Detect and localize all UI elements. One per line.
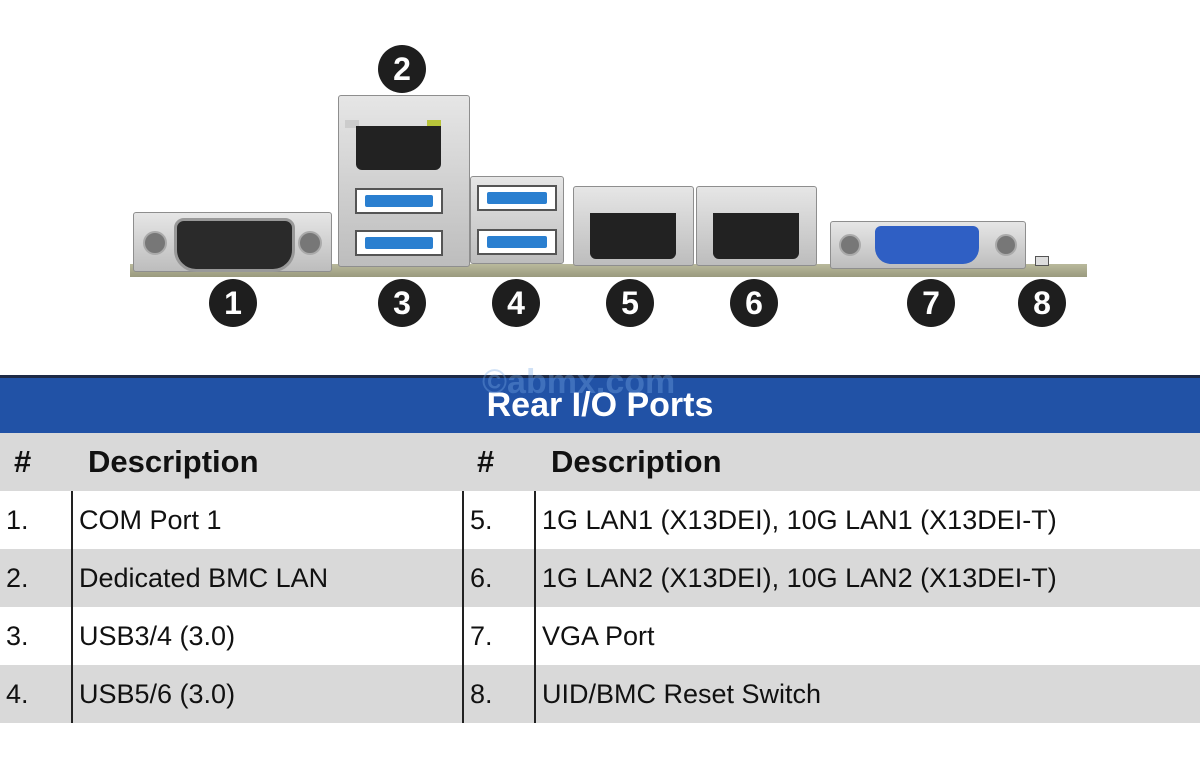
com-port xyxy=(133,212,332,272)
table-row: 3. USB3/4 (3.0) 7. VGA Port xyxy=(0,607,1200,665)
row-num: 2. xyxy=(0,549,73,607)
callout-4: 4 xyxy=(492,279,540,327)
header-desc-1: Description xyxy=(72,433,463,491)
header-num-1: # xyxy=(0,433,72,491)
table-title: Rear I/O Ports xyxy=(0,375,1200,433)
row-desc: Dedicated BMC LAN xyxy=(72,549,464,607)
table-row: 1. COM Port 1 5. 1G LAN1 (X13DEI), 10G L… xyxy=(0,491,1200,549)
row-desc: 1G LAN1 (X13DEI), 10G LAN1 (X13DEI-T) xyxy=(542,504,1057,535)
vga-port xyxy=(830,221,1026,269)
bmc-lan-jack xyxy=(356,126,441,170)
row-num: 1. xyxy=(0,491,73,549)
row-desc: UID/BMC Reset Switch xyxy=(535,665,1200,723)
callout-6: 6 xyxy=(730,279,778,327)
callout-1: 1 xyxy=(209,279,257,327)
row-num: 5. xyxy=(463,491,536,549)
lan2-port xyxy=(696,186,817,266)
row-desc: USB3/4 (3.0) xyxy=(72,607,464,665)
table-row: 2. Dedicated BMC LAN 6. 1G LAN2 (X13DEI)… xyxy=(0,549,1200,607)
table-row: 4. USB5/6 (3.0) 8. UID/BMC Reset Switch xyxy=(0,665,1200,723)
watermark: ©abmx.com xyxy=(482,363,676,401)
uid-bmc-reset-switch xyxy=(1035,256,1049,266)
usb-3-port xyxy=(355,188,443,214)
bmc-lan-usb-stack xyxy=(338,95,470,267)
row-num: 4. xyxy=(0,665,73,723)
callout-7: 7 xyxy=(907,279,955,327)
row-desc: VGA Port xyxy=(542,620,655,651)
row-num: 6. xyxy=(463,549,536,607)
table-header-row: # Description # Description xyxy=(0,433,1200,491)
callout-3: 3 xyxy=(378,279,426,327)
row-num: 7. xyxy=(463,607,536,665)
header-desc-2: Description xyxy=(535,433,1200,491)
row-desc: USB5/6 (3.0) xyxy=(72,665,464,723)
row-desc: COM Port 1 xyxy=(72,491,464,549)
rear-io-ports-table: Rear I/O Ports # Description # Descripti… xyxy=(0,375,1200,723)
row-desc: 1G LAN2 (X13DEI), 10G LAN2 (X13DEI-T) xyxy=(535,549,1200,607)
callout-2: 2 xyxy=(378,45,426,93)
header-num-2: # xyxy=(463,433,535,491)
usb-5-6-stack xyxy=(470,176,564,264)
callout-5: 5 xyxy=(606,279,654,327)
row-num: 8. xyxy=(463,665,536,723)
row-num: 3. xyxy=(0,607,73,665)
callout-8: 8 xyxy=(1018,279,1066,327)
lan1-port xyxy=(573,186,694,266)
usb-4-port xyxy=(355,230,443,256)
